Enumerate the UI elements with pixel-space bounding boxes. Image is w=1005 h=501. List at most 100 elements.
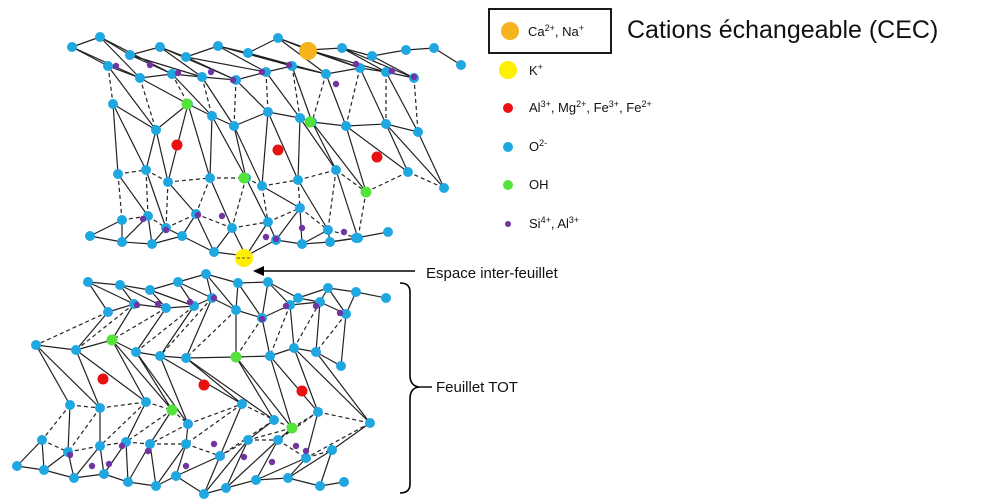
oxygen-atom [331,165,341,175]
lower-octa-bond [69,404,101,409]
top-surface-bond [205,273,239,284]
tetrahedral-cation [258,68,266,76]
lower-basal-bond [231,221,269,229]
upper-octa-bond [155,103,189,131]
oxygen-atom [215,451,225,461]
tetrahedral-cation [218,212,226,220]
lower-octa-bond [297,169,337,181]
oxygen-atom [293,175,303,185]
bottom-surface-bond [121,241,153,245]
tot-sheet-annotation: Feuillet TOT [399,282,518,494]
oxygen-atom [365,418,375,428]
upper-octa-bond [112,103,157,131]
hydroxyl-group [166,404,178,416]
oxygen-atom [293,293,303,303]
tetrahedral-cation [292,442,300,450]
oxygen-atom [456,60,466,70]
tetra-octa-edge [277,411,319,441]
tetra-octa-edge [371,55,415,79]
oxygen-atom [39,465,49,475]
top-surface-bond [119,284,151,291]
tetra-octa-edge [159,355,189,425]
oxygen-atom [151,481,161,491]
oxygen-atom [381,293,391,303]
oxygen-atom [131,347,141,357]
oxygen-atom [283,473,293,483]
oxygen-atom [125,50,135,60]
top-surface-bond [267,281,299,299]
tetra-octa-edge [171,73,213,117]
oxygen-atom [351,287,361,297]
tetra-octa-edge [325,73,347,127]
tetra-octa-edge [311,121,337,171]
top-surface-bond [355,291,387,299]
tetra-octa-edge [75,349,147,403]
tetra-octa-edge [345,125,409,173]
lower-octa-bond [261,179,299,187]
tetra-octa-edge [297,117,301,181]
yellow-dot-icon [499,61,517,79]
oxygen-atom [31,340,41,350]
tetra-octa-edge [261,281,269,319]
top-surface-bond [297,287,329,299]
tetra-octa-edge [247,427,293,441]
oxygen-atom [37,435,47,445]
tetra-octa-edge [275,207,301,241]
lower-basal-bond [299,207,329,231]
tetra-octa-edge [145,169,167,229]
tetra-octa-edge [269,355,319,413]
lower-basal-bond [165,213,197,229]
bottom-surface-bond [287,477,321,487]
tetra-octa-edge [385,71,419,133]
lower-octa-bond [335,169,367,193]
oxygen-atom [233,278,243,288]
tetra-octa-edge [75,349,101,409]
oxygen-atom [155,42,165,52]
top-surface-bond [237,281,269,284]
oxygen-atom [273,435,283,445]
tetra-octa-edge [235,79,269,113]
oxygen-atom [181,52,191,62]
oxygen-atom [311,347,321,357]
tetra-octa-edge [107,65,114,105]
tetra-octa-edge [327,287,347,315]
oxygen-atom [197,72,207,82]
oxygen-atom [295,203,305,213]
oxygen-atom [381,67,391,77]
oxygen-atom [295,113,305,123]
tetra-octa-edge [67,404,71,453]
tetrahedral-cation [352,60,360,68]
oxygen-atom [173,277,183,287]
upper-basal-bond [325,67,361,75]
interlayer-label: Espace inter-feuillet [426,265,559,282]
lower-octa-bond [407,171,445,189]
top-surface-bond [87,281,121,286]
oxygen-atom [207,111,217,121]
oxygen-atom [183,419,193,429]
tetra-octa-edge [219,403,243,457]
hydroxyl-group [106,334,118,346]
tetra-octa-edge [217,45,267,73]
tetra-octa-edge [225,439,249,489]
lower-octa-bond [167,177,211,183]
tetra-octa-edge [201,76,235,127]
tetra-octa-edge [112,103,147,171]
octahedral-cation [97,373,109,385]
tetra-octa-edge [307,49,387,73]
tetrahedral-cation [154,300,162,308]
tetra-octa-edge [107,65,157,131]
tetra-octa-edge [237,282,263,319]
tetra-octa-edge [341,47,415,79]
tetra-octa-edge [211,115,247,179]
oxygen-atom [181,439,191,449]
tetrahedral-cation [186,298,194,306]
tetra-octa-edge [335,169,359,239]
tetra-octa-edge [261,185,301,209]
oxygen-atom [367,51,377,61]
legend-label-si-al: Si4+​, Al3+​ [529,215,579,231]
oxygen-atom [67,42,77,52]
tetra-octa-edge [233,125,247,179]
oxygen-atom [141,165,151,175]
tetra-octa-edge [177,281,213,299]
tetra-octa-edge [265,71,269,113]
